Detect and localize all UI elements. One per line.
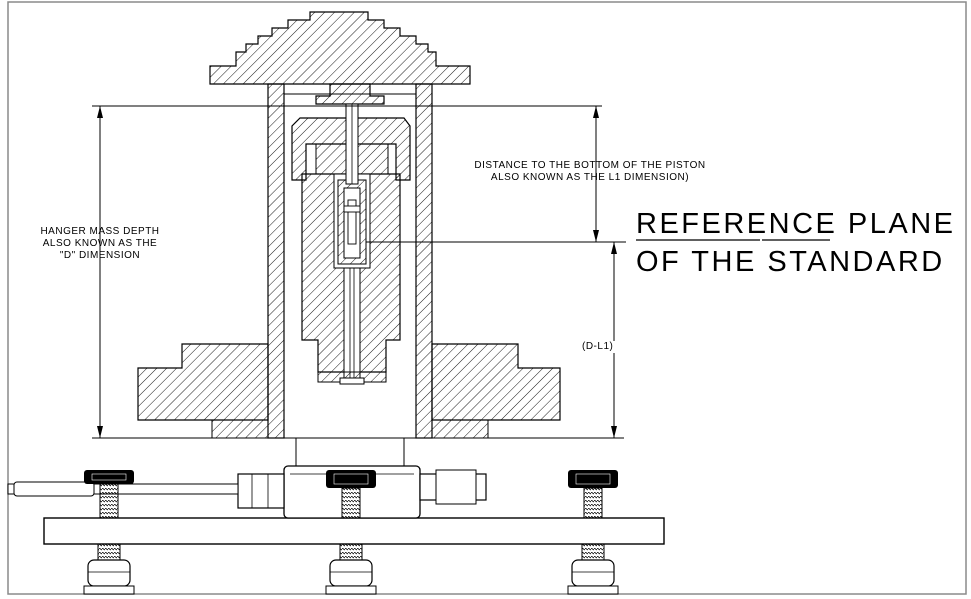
distance-annotation: DISTANCE TO THE BOTTOM OF THE PISTON ALS… — [452, 160, 728, 184]
hanger-wall-right — [415, 83, 433, 439]
foot-right — [567, 543, 619, 595]
piston-rod-lower — [343, 267, 361, 381]
leveling-screw-center — [326, 470, 376, 519]
hanger-annotation: HANGER MASS DEPTH ALSO KNOWN AS THE "D" … — [26, 226, 174, 262]
foot-left — [83, 543, 135, 595]
hanger-line-1: HANGER MASS DEPTH — [40, 226, 160, 237]
distance-line-2: ALSO KNOWN AS THE L1 DIMENSION) — [490, 172, 690, 183]
cylinder-cap — [291, 117, 411, 181]
base-plate — [43, 517, 665, 545]
hanger-line-2: ALSO KNOWN AS THE — [42, 238, 158, 249]
leveling-screw-right — [568, 470, 618, 519]
side-mass-left — [137, 343, 269, 421]
top-connector — [315, 83, 385, 105]
foot-center — [325, 543, 377, 595]
side-mass-right-base — [431, 419, 489, 439]
hanger-line-3: "D" DIMENSION — [59, 250, 141, 261]
d-minus-l1-label: (D-L1) — [580, 341, 616, 353]
side-mass-right — [431, 343, 561, 421]
leveling-screw-left — [84, 470, 134, 519]
drawing-border — [7, 1, 967, 595]
tube-fitting — [237, 473, 285, 509]
side-mass-left-base — [211, 419, 269, 439]
distance-line-1: DISTANCE TO THE BOTTOM OF THE PISTON — [474, 160, 706, 171]
hanger-wall-left — [267, 83, 285, 439]
reference-plane-title-line-1: REFERENCE PLANE — [636, 208, 956, 240]
reference-plane-title-line-2: OF THE STANDARD — [636, 246, 945, 278]
hanger-mass-top — [209, 11, 471, 85]
